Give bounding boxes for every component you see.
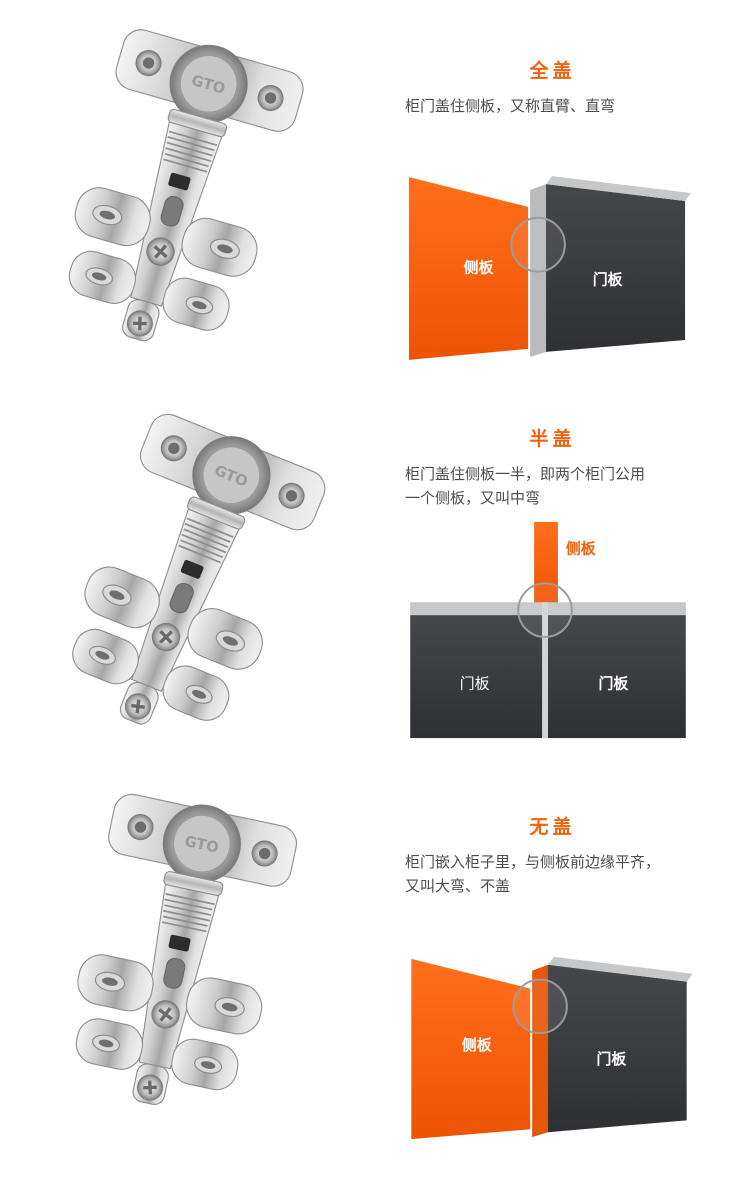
door-panel-label: 门板 bbox=[597, 1050, 627, 1068]
desc-line: 柜门盖住侧板一半，即两个柜门公用 bbox=[405, 465, 646, 483]
door-panel-shape bbox=[548, 964, 687, 1133]
side-panel-label: 侧板 bbox=[566, 540, 596, 558]
section-title-half-overlay: 半盖 bbox=[529, 428, 576, 450]
hinge-illustration bbox=[54, 784, 303, 1125]
diagram-half-overlay-svg: 侧板 门板 门板 bbox=[410, 521, 686, 739]
side-panel-shape bbox=[408, 177, 529, 360]
door-panel-shape bbox=[546, 184, 686, 352]
highlight-circle bbox=[510, 216, 566, 273]
door-top-edge bbox=[548, 956, 693, 982]
section-title-full-overlay: 全盖 bbox=[529, 60, 576, 82]
diagram-half-overlay: 侧板 门板 门板 bbox=[405, 518, 693, 746]
side-panel-shape bbox=[411, 958, 531, 1140]
hinge-illustration bbox=[44, 402, 334, 758]
diagram-inset-svg: 侧板 门板 bbox=[411, 956, 693, 1140]
side-panel-label: 侧板 bbox=[462, 1036, 492, 1054]
door-panel-label-left: 门板 bbox=[460, 675, 490, 693]
hinge-image-half-overlay bbox=[44, 402, 334, 765]
side-panel-label: 侧板 bbox=[464, 258, 494, 276]
desc-line: 柜门盖住侧板，又称直臂、直弯 bbox=[405, 97, 616, 115]
diagram-full-overlay-svg: 侧板 门板 bbox=[408, 176, 692, 360]
section-desc-inset: 柜门嵌入柜子里，与侧板前边缘平齐， 又叫大弯、不盖 bbox=[405, 850, 710, 898]
desc-line: 柜门嵌入柜子里，与侧板前边缘平齐， bbox=[405, 853, 661, 871]
diagram-full-overlay: 侧板 门板 bbox=[405, 165, 693, 369]
section-desc-full-overlay: 柜门盖住侧板，又称直臂、直弯 bbox=[405, 94, 710, 118]
hinge-image-full-overlay bbox=[44, 19, 311, 378]
door-panel-label-right: 门板 bbox=[599, 675, 629, 693]
desc-line: 一个侧板，又叫中弯 bbox=[405, 489, 541, 507]
diagram-inset: 侧板 门板 bbox=[405, 945, 693, 1153]
desc-line: 又叫大弯、不盖 bbox=[405, 877, 511, 895]
door-top-edge bbox=[546, 176, 692, 201]
highlight-circle bbox=[512, 978, 568, 1035]
door-panel-label: 门板 bbox=[593, 270, 623, 288]
section-title-inset: 无盖 bbox=[529, 816, 576, 838]
door-gap bbox=[542, 602, 549, 739]
section-desc-half-overlay: 柜门盖住侧板一半，即两个柜门公用 一个侧板，又叫中弯 bbox=[405, 462, 710, 510]
hinge-image-inset bbox=[50, 784, 303, 1140]
hinge-illustration bbox=[44, 19, 311, 367]
side-panel-edge-strip bbox=[532, 964, 549, 1138]
highlight-circle bbox=[517, 582, 573, 638]
